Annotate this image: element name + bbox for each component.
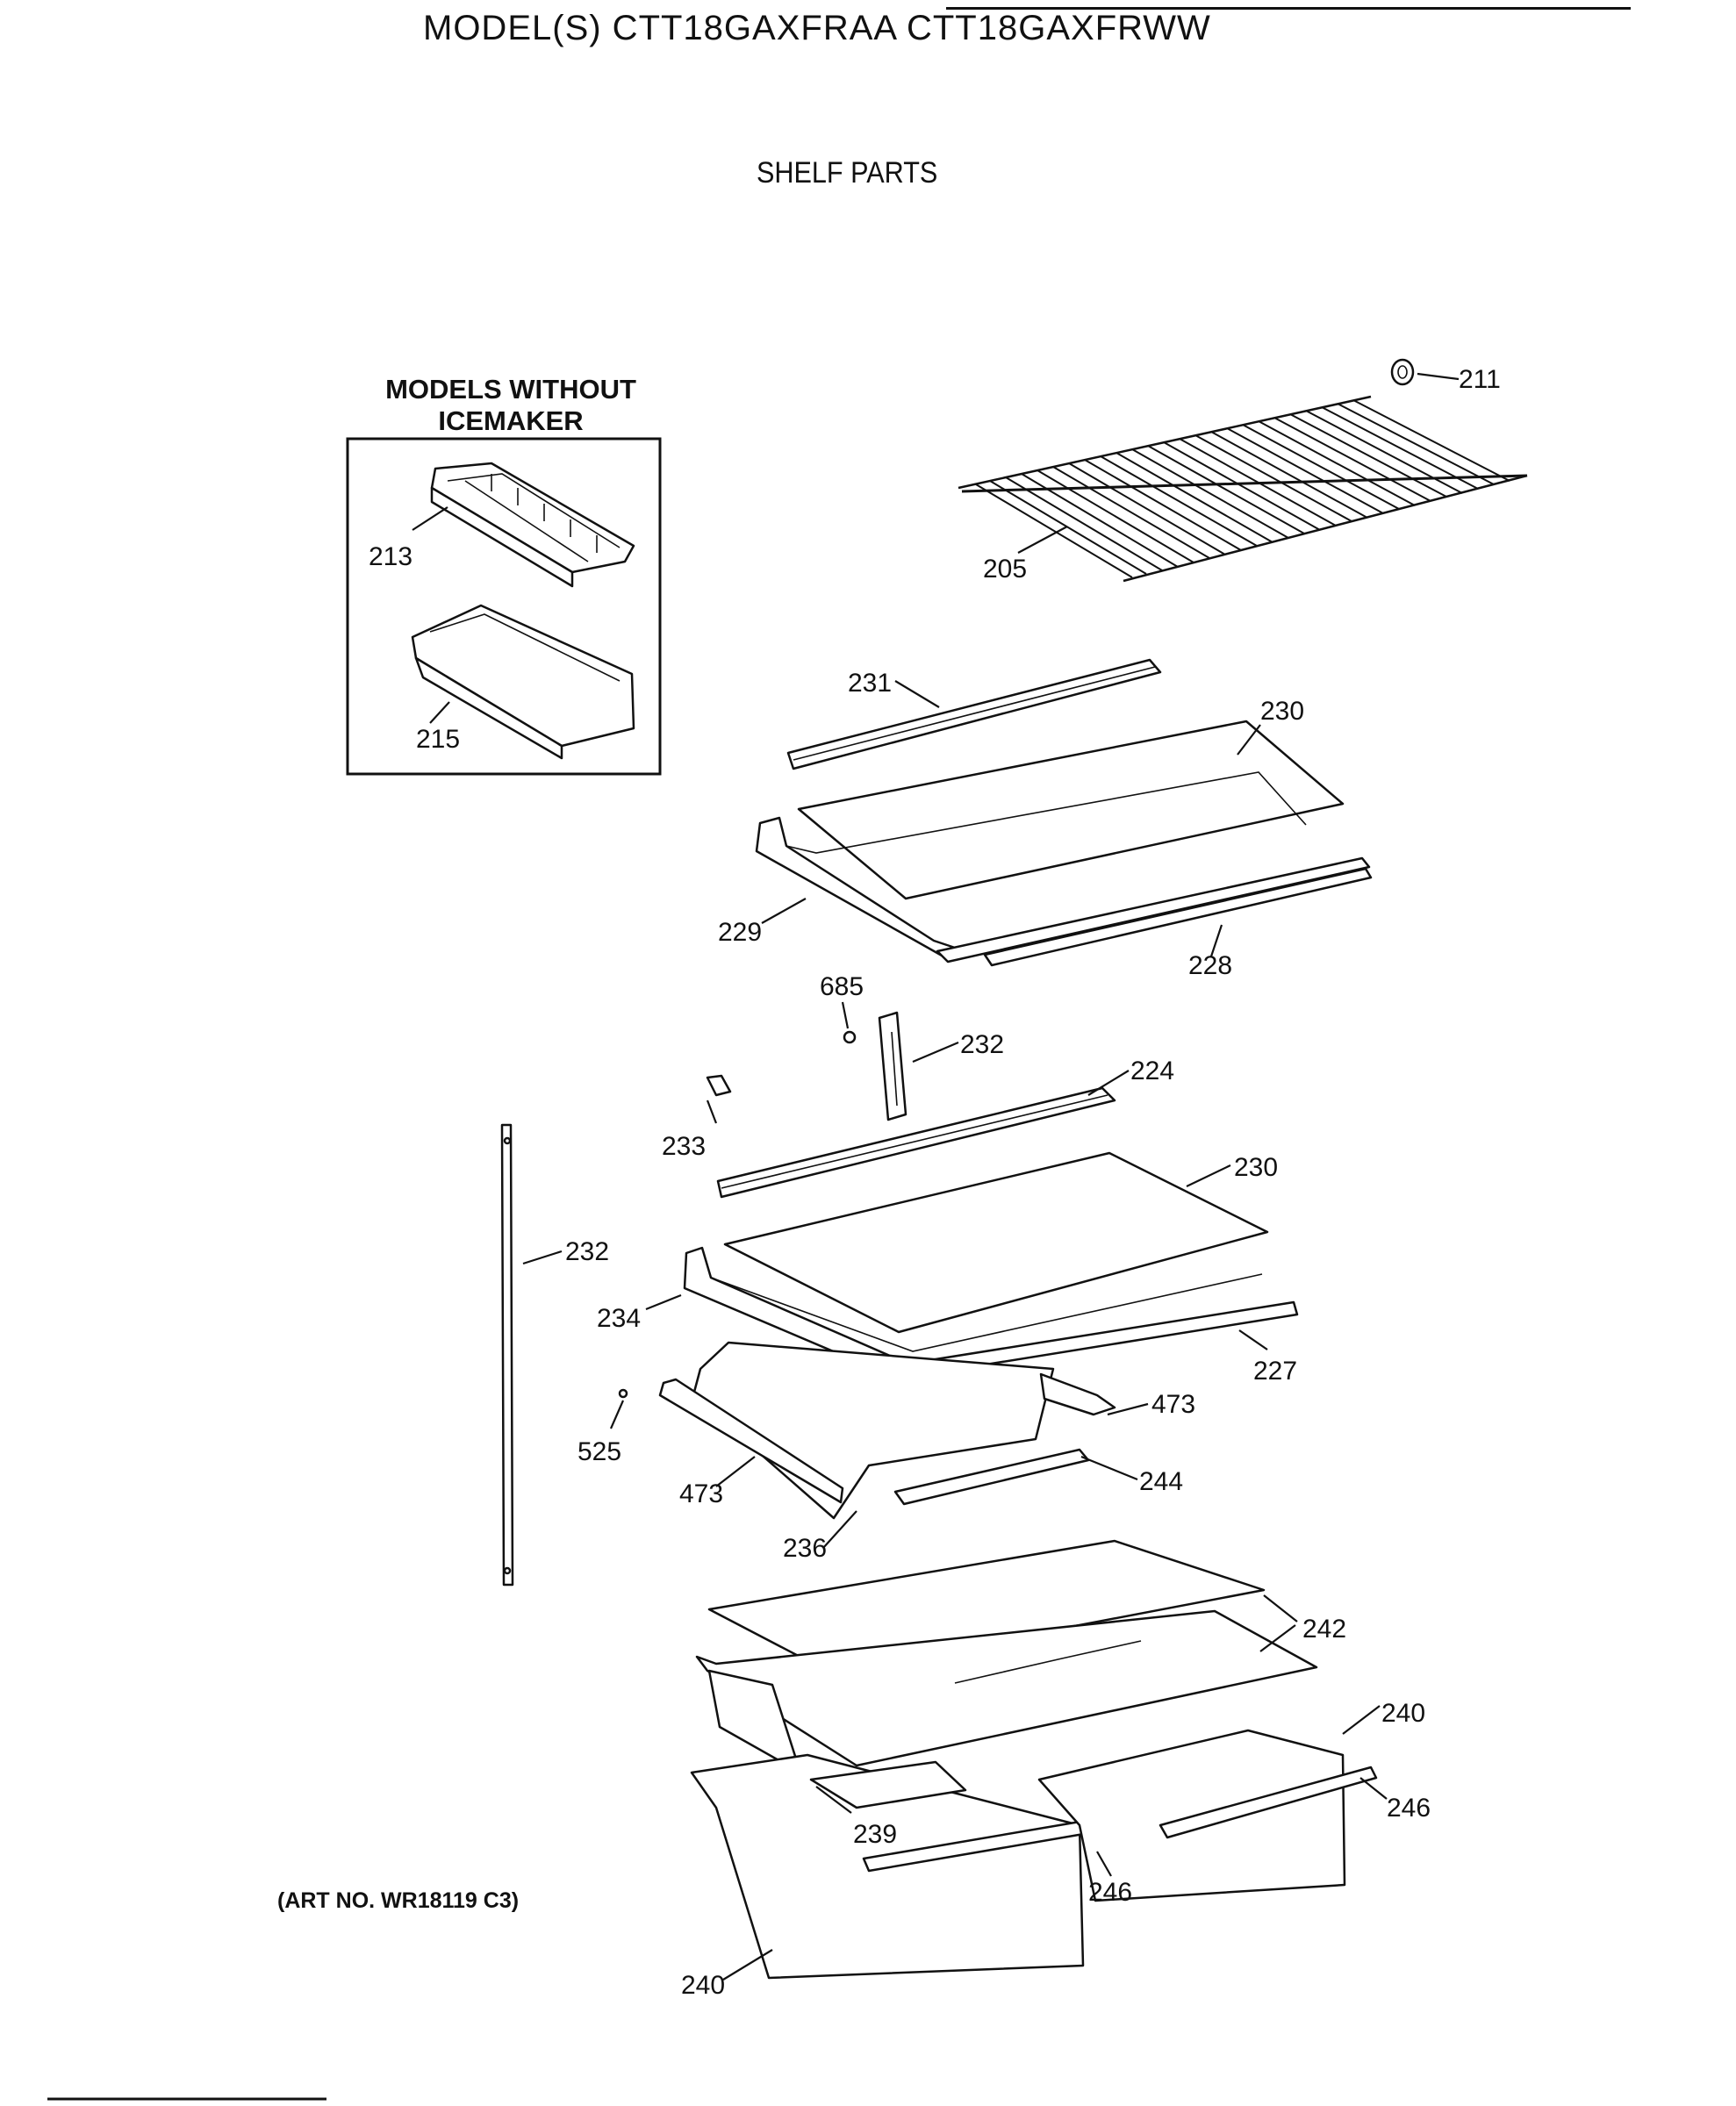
section-title: SHELF PARTS (757, 156, 938, 190)
inset-title: MODELS WITHOUT ICEMAKER (348, 374, 674, 437)
leader-lines (412, 372, 1460, 1981)
middle-shelf-drawing (683, 1086, 1299, 1379)
ice-bin-drawing (411, 604, 635, 760)
callout-229: 229 (718, 918, 762, 947)
callout-211: 211 (1459, 365, 1501, 394)
callout-205: 205 (983, 555, 1027, 584)
callout-246-right: 246 (1387, 1794, 1431, 1823)
callout-473-right: 473 (1151, 1390, 1195, 1419)
callout-234: 234 (597, 1304, 641, 1333)
callout-233: 233 (662, 1132, 706, 1161)
end-cap-drawing (1390, 358, 1415, 386)
crisper-drawers-drawing (690, 1729, 1378, 1980)
callout-215: 215 (416, 725, 460, 754)
callout-227: 227 (1253, 1357, 1297, 1386)
callout-240-right: 240 (1381, 1699, 1425, 1728)
callout-213: 213 (369, 542, 412, 571)
callout-236: 236 (783, 1534, 827, 1563)
inset-title-line2: ICEMAKER (438, 405, 584, 436)
wire-shelf-drawing (958, 395, 1528, 583)
callout-525: 525 (577, 1437, 621, 1466)
callout-230-upper: 230 (1260, 697, 1304, 726)
art-number: (ART NO. WR18119 C3) (277, 1888, 520, 1913)
side-rail-drawing (500, 1123, 514, 1587)
callout-242: 242 (1302, 1615, 1346, 1644)
callout-224: 224 (1130, 1057, 1174, 1085)
crisper-pan-drawing (618, 1341, 1116, 1520)
model-title: MODEL(S) CTT18GAXFRAA CTT18GAXFRWW (423, 9, 1211, 47)
callout-230-lower: 230 (1234, 1153, 1278, 1182)
callout-228: 228 (1188, 951, 1232, 980)
callout-239: 239 (853, 1820, 897, 1849)
callout-473-left: 473 (679, 1479, 723, 1508)
callout-685: 685 (820, 972, 864, 1001)
inset-title-line1: MODELS WITHOUT (385, 374, 636, 405)
ice-tray-drawing (430, 462, 635, 588)
upper-shelf-drawing (755, 658, 1373, 967)
callout-232-upper: 232 (960, 1030, 1004, 1059)
callout-240-left: 240 (681, 1971, 725, 2000)
inset-box (346, 437, 662, 776)
shelf-bracket-drawing (706, 1011, 907, 1121)
callout-232-left: 232 (565, 1237, 609, 1266)
callout-246-left: 246 (1088, 1878, 1132, 1907)
callout-244: 244 (1139, 1467, 1183, 1496)
top-rule (946, 7, 1631, 10)
callout-231: 231 (848, 669, 892, 698)
